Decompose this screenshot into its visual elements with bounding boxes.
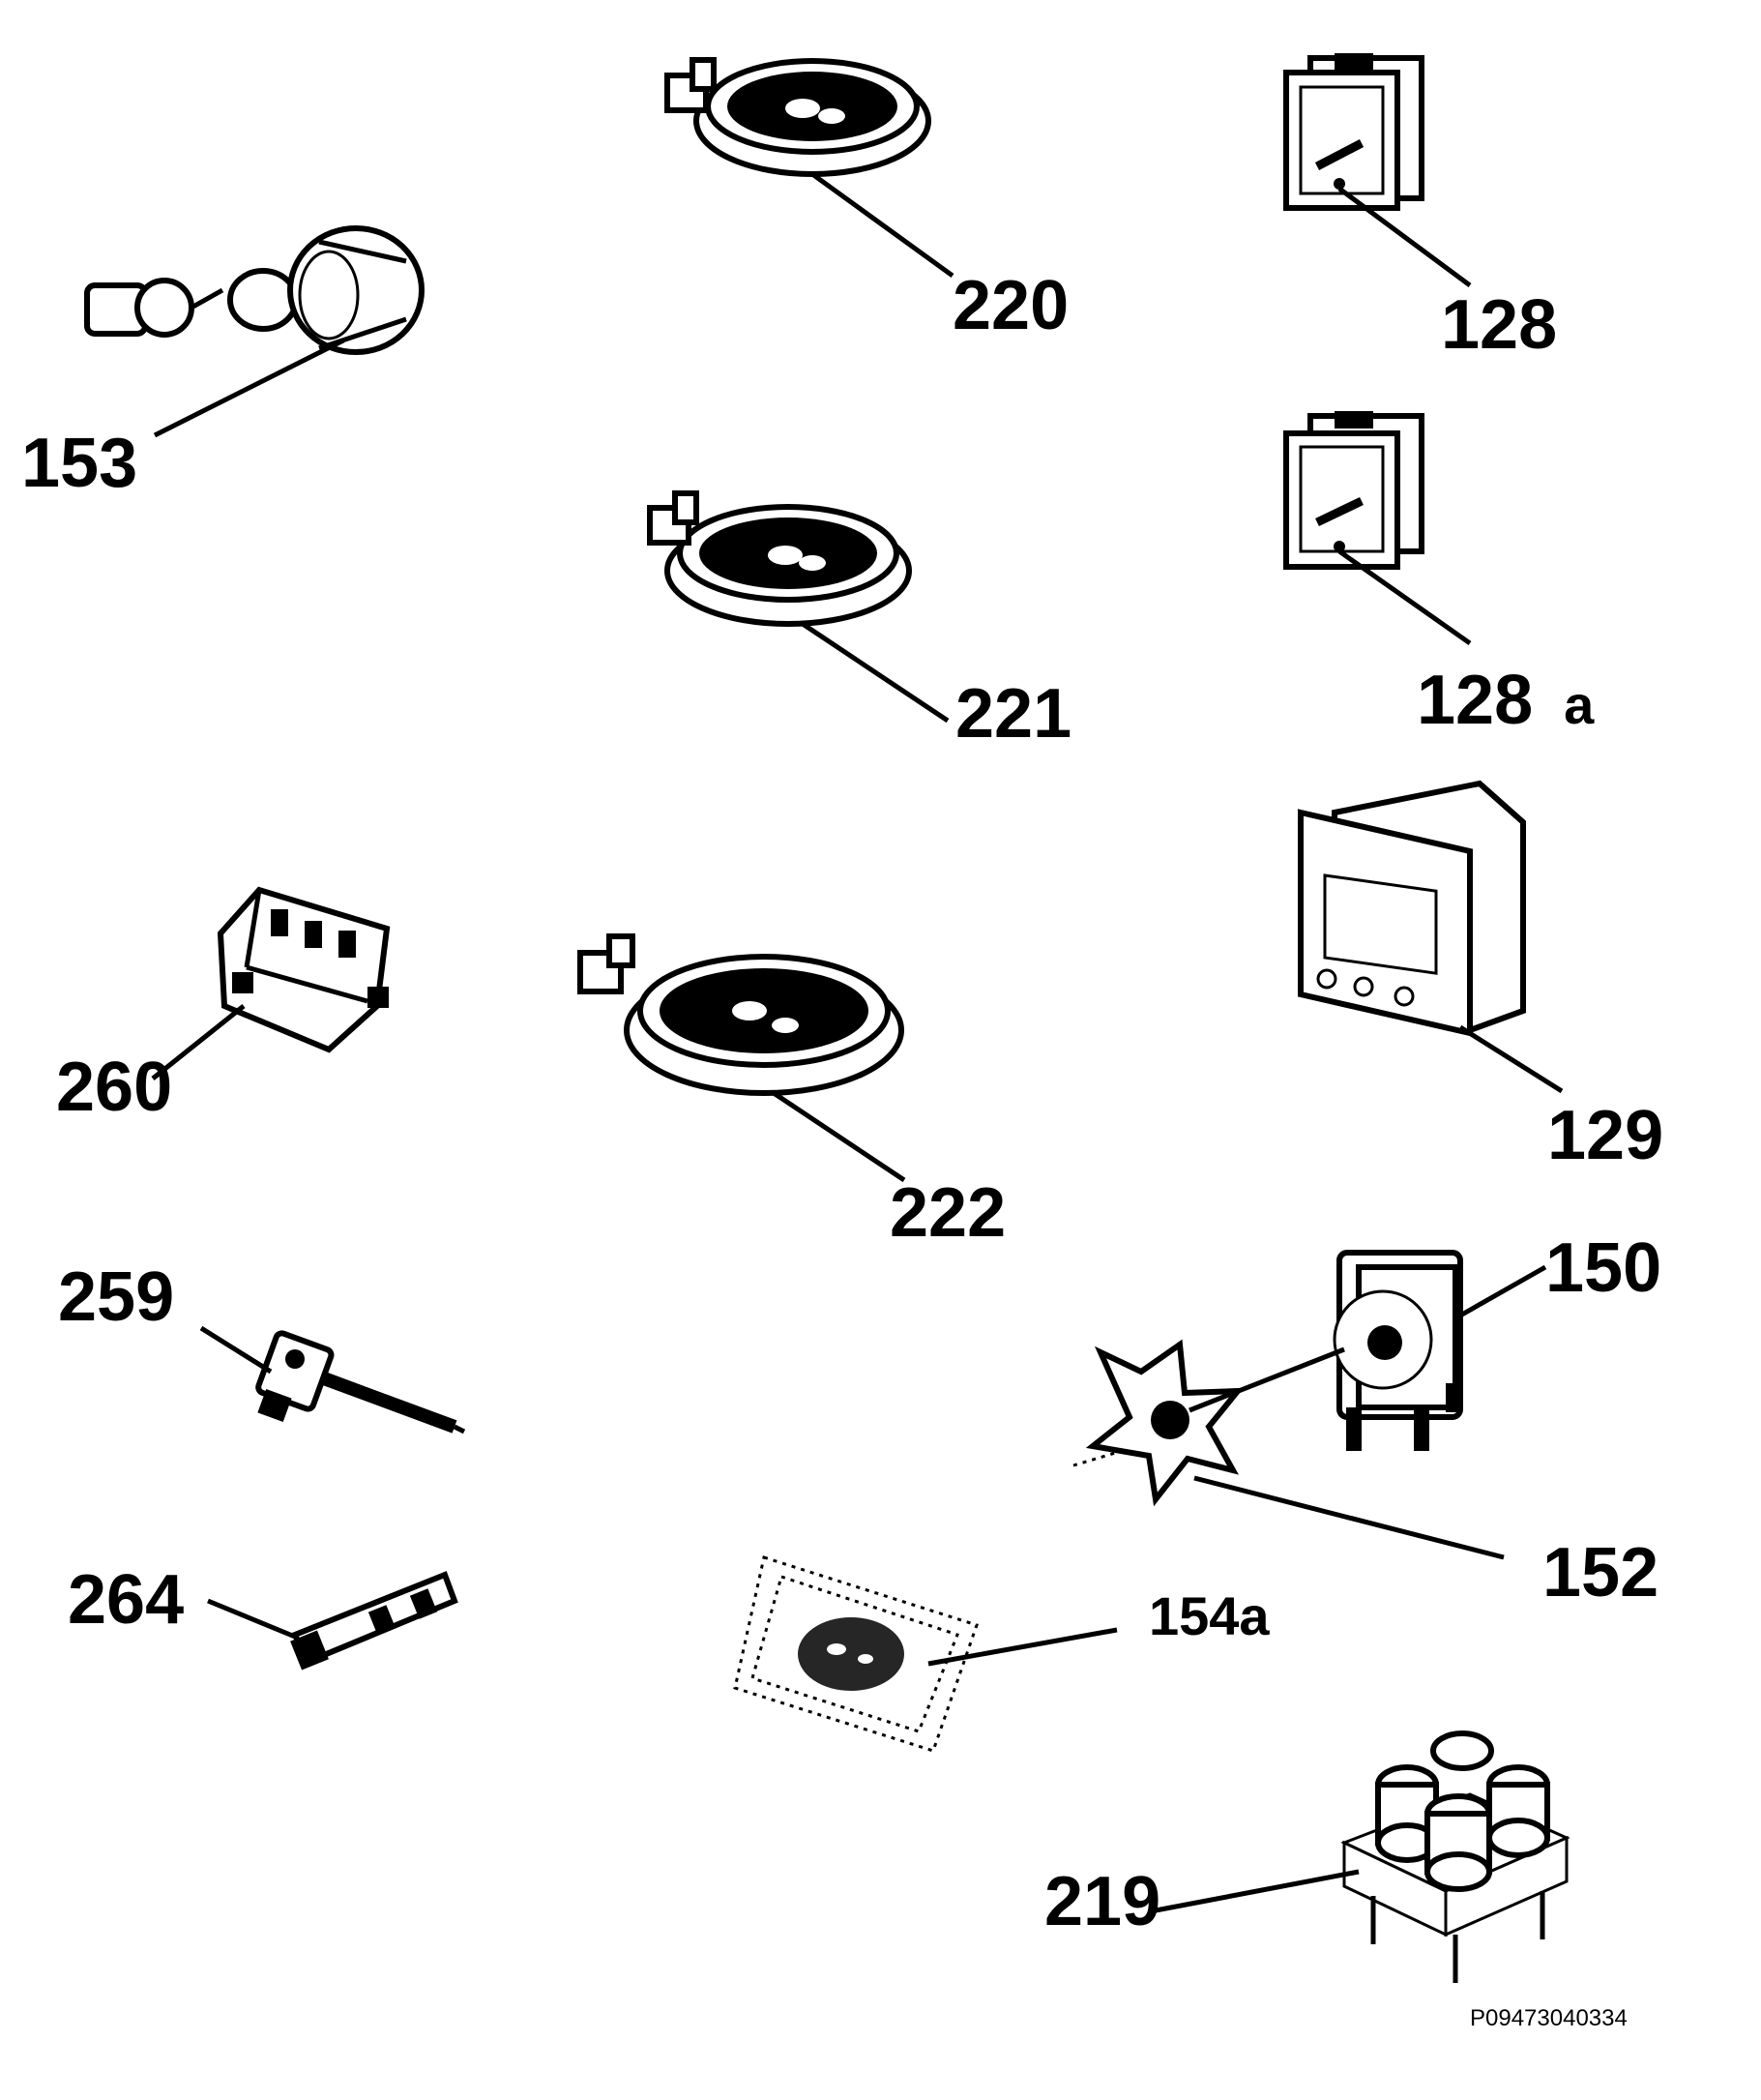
- part-220-hotplate-drawing: [664, 57, 931, 177]
- part-260-terminal-block-drawing: [217, 886, 391, 1053]
- part-128a-label-suffix: a: [1564, 674, 1595, 735]
- part-220-leader: [810, 171, 954, 279]
- part-154a-leader: [927, 1627, 1118, 1667]
- part-221-label: 221: [955, 675, 1071, 753]
- part-129-label: 129: [1547, 1097, 1663, 1174]
- part-260-leader: [151, 1004, 246, 1080]
- part-264-label: 264: [68, 1561, 184, 1639]
- part-264-sensor-drawing: [290, 1571, 458, 1671]
- part-129-timer-drawing: [1298, 780, 1526, 1037]
- part-128a-label-number: 128: [1417, 662, 1533, 739]
- part-128a-label: 128 a: [1417, 662, 1595, 739]
- part-129-leader: [1458, 1024, 1564, 1094]
- part-152-label: 152: [1542, 1534, 1658, 1612]
- part-152-leader: [1193, 1475, 1505, 1560]
- drawing-code: P09473040334: [1470, 2005, 1628, 2031]
- part-128-leader: [1337, 186, 1472, 288]
- part-259-thermostat-drawing: [255, 1330, 466, 1435]
- part-154a-label: 154a: [1149, 1585, 1270, 1646]
- part-128-label: 128: [1441, 286, 1557, 364]
- part-150-leader: [1458, 1264, 1547, 1318]
- part-153-label: 153: [21, 425, 137, 502]
- part-128-switch-drawing: [1283, 53, 1424, 211]
- part-219-capacitor-drawing: [1340, 1730, 1570, 1983]
- part-153-knob-drawing: [84, 225, 425, 355]
- part-220-label: 220: [953, 267, 1069, 344]
- part-259-leader: [199, 1325, 273, 1375]
- part-219-leader: [1155, 1869, 1360, 1913]
- part-153-leader: [153, 338, 345, 438]
- part-260-label: 260: [56, 1049, 172, 1126]
- part-264-leader: [207, 1598, 296, 1640]
- part-128a-leader: [1337, 548, 1472, 646]
- part-222-leader: [772, 1090, 906, 1183]
- part-259-label: 259: [58, 1258, 174, 1336]
- part-219-label: 219: [1044, 1863, 1160, 1940]
- part-221-hotplate-drawing: [647, 490, 912, 627]
- part-150-fan-motor-drawing: [1333, 1250, 1463, 1451]
- part-128a-switch-drawing: [1283, 411, 1424, 570]
- part-154a-filter-drawing: [733, 1555, 979, 1753]
- part-222-label: 222: [890, 1174, 1006, 1252]
- part-150-label: 150: [1545, 1229, 1661, 1307]
- part-221-leader: [801, 621, 950, 724]
- part-222-hotplate-drawing: [577, 933, 904, 1096]
- part-152-fan-blade-drawing: [1072, 1339, 1345, 1507]
